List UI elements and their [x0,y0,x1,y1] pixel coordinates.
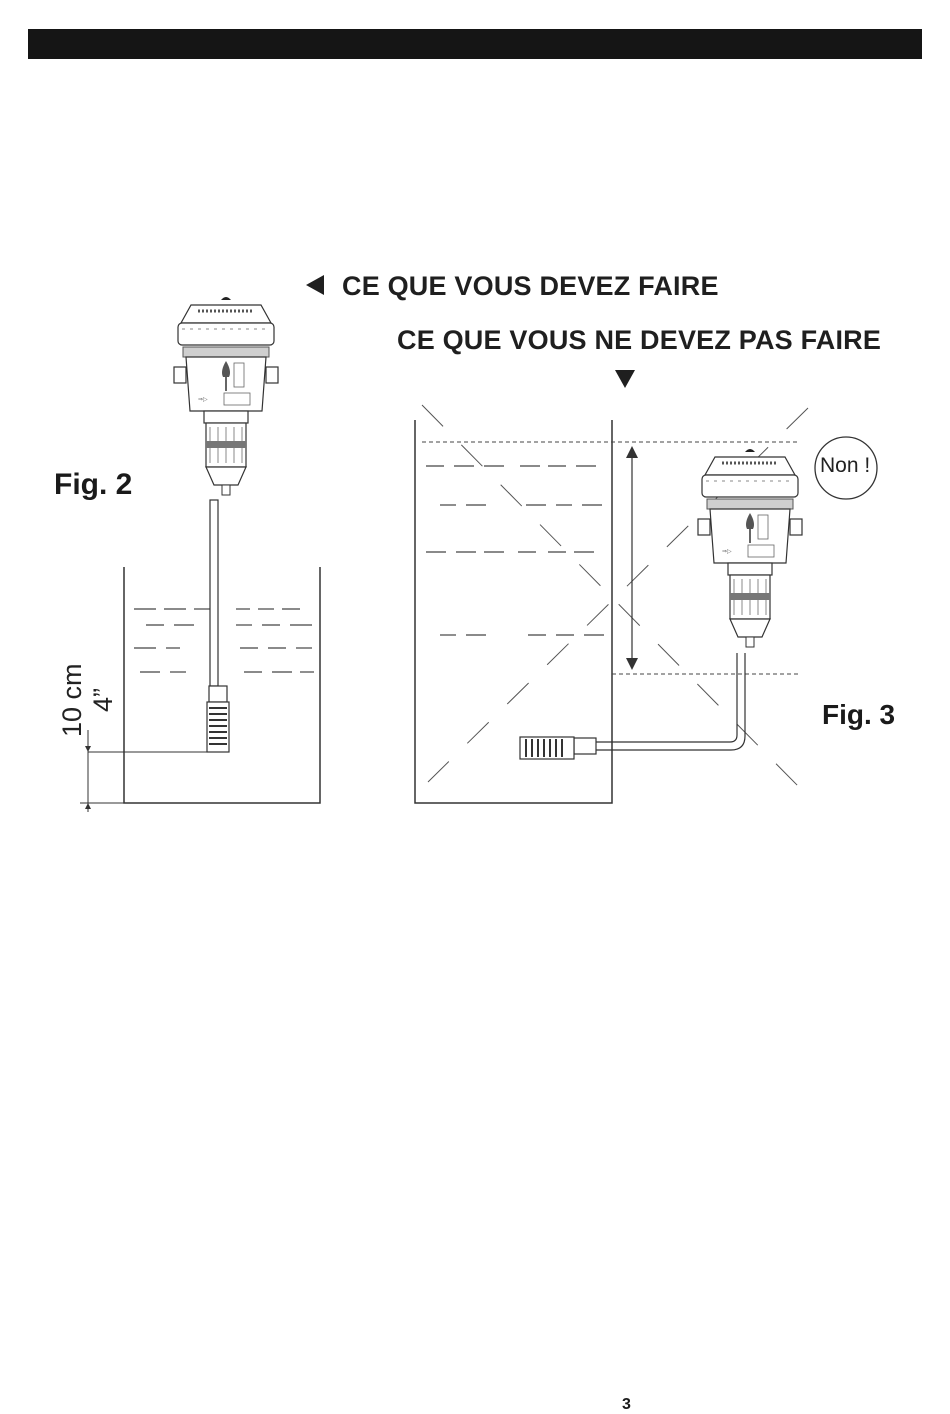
depth-metric-label: 10 cm [57,663,88,737]
dont-heading: CE QUE VOUS NE DEVEZ PAS FAIRE [397,325,881,356]
page-number: 3 [622,1396,631,1414]
do-heading: CE QUE VOUS DEVEZ FAIRE [342,271,719,302]
depth-imperial-label: 4” [88,688,119,712]
arrow-left-icon [306,275,324,295]
fig3-label: Fig. 3 [822,699,895,731]
fig2-label: Fig. 2 [54,468,132,502]
arrow-down-icon [615,370,635,388]
warning-text: Non ! [820,454,870,478]
